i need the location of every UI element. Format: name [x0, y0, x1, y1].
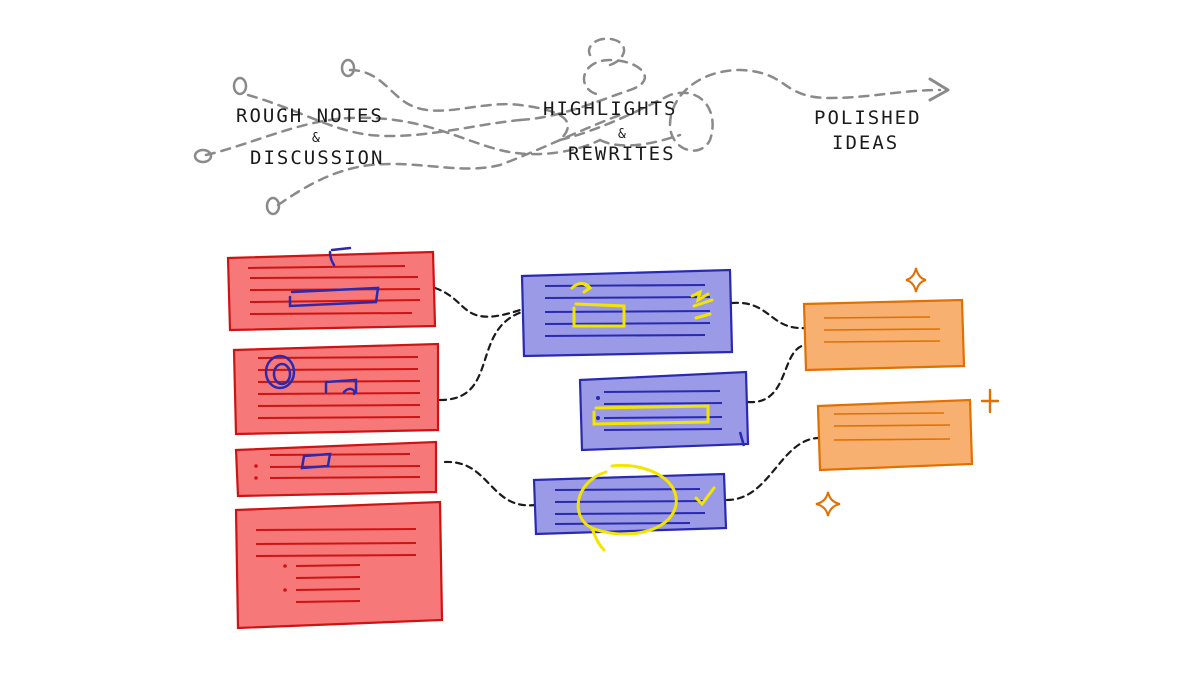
sparkle-icon	[905, 267, 927, 293]
highlight-card-2	[578, 370, 750, 452]
sparkle-icon	[815, 491, 841, 517]
path-start-ring-4	[265, 196, 281, 216]
polished-cards	[802, 267, 1000, 517]
stage-label-highlights: Highlights & Rewrites	[543, 98, 677, 165]
stage-title: Rough Notes	[236, 105, 384, 127]
stage-connector: &	[312, 131, 320, 146]
stage-title: Polished	[814, 107, 922, 129]
polished-card-2	[816, 398, 974, 472]
checkmark-icon	[694, 486, 716, 507]
stage-connector: &	[618, 127, 626, 142]
stage-label-rough: Rough Notes & Discussion	[236, 105, 384, 169]
rough-card-2	[232, 342, 440, 436]
stage-title: Highlights	[543, 98, 677, 120]
highlight-cards	[520, 268, 750, 552]
path-start-ring-1	[232, 76, 248, 96]
card-connectors	[433, 286, 820, 507]
circle-mark-icon	[264, 354, 296, 390]
rough-notes-cards	[226, 246, 444, 630]
path-start-ring-2	[340, 58, 356, 78]
rough-card-4	[234, 500, 444, 630]
sparkle-icon	[980, 388, 1000, 414]
highlight-card-1	[520, 268, 734, 358]
rough-card-1	[226, 246, 437, 332]
highlight-card-3	[532, 463, 728, 552]
rough-card-3	[234, 440, 438, 498]
flow-path	[193, 37, 950, 216]
stage-subtitle: Discussion	[250, 147, 384, 169]
arrow-right-icon	[928, 77, 950, 102]
stage-subtitle: Rewrites	[568, 143, 676, 165]
stage-label-polished: Polished Ideas	[814, 107, 922, 154]
stage-subtitle: Ideas	[832, 132, 899, 154]
polished-card-1	[802, 298, 966, 372]
path-start-ring-3	[193, 148, 213, 164]
